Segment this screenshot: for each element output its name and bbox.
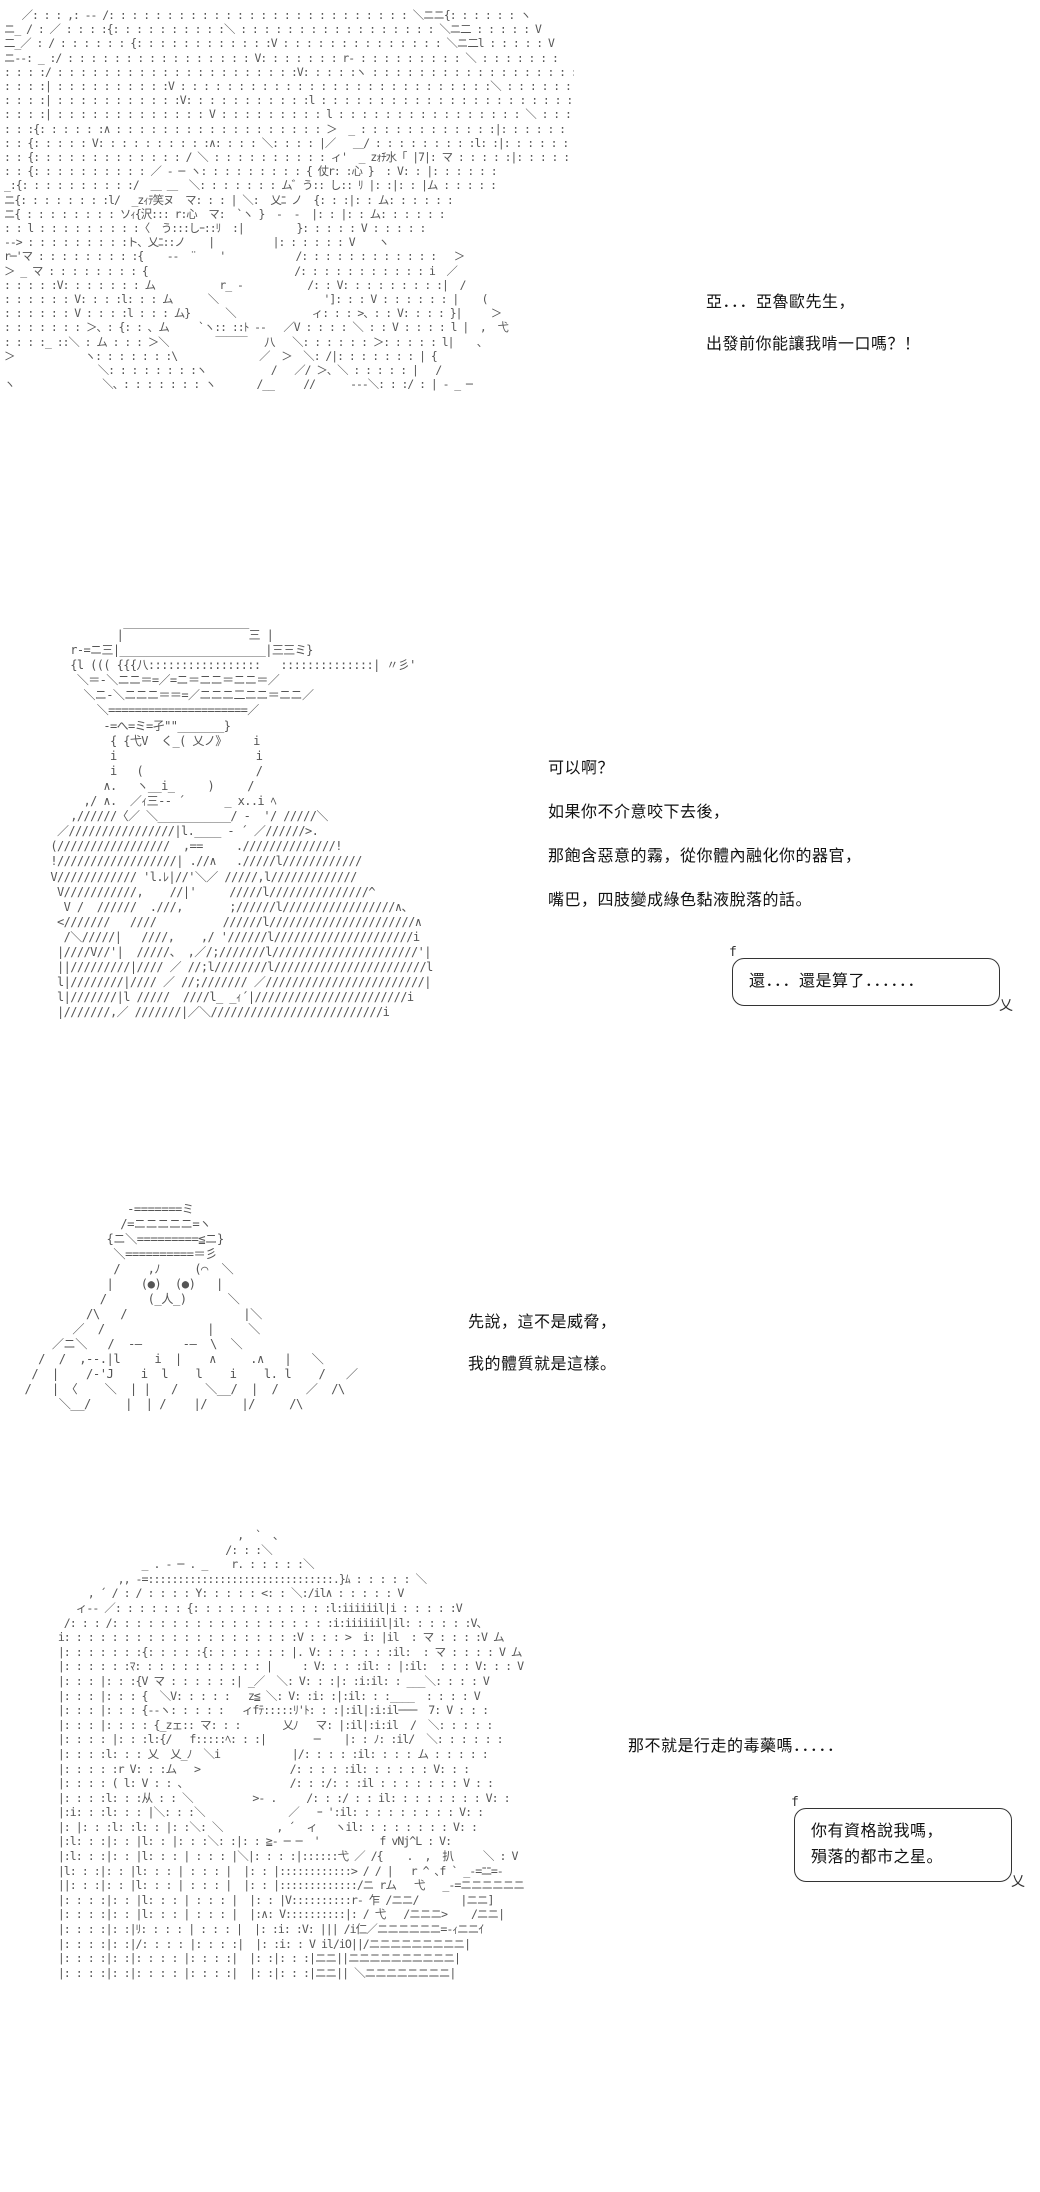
dialogue-line: 出發前你能讓我啃一口嗎？！ — [706, 336, 921, 353]
dialogue-line: 嘴巴，四肢變成綠色黏液脫落的話。 — [548, 892, 813, 909]
dialogue-line: 那飽含惡意的霧，從你體內融化你的器官， — [548, 848, 862, 865]
bubble-line: 你有資格說我嗎， — [811, 1823, 944, 1840]
panel-3: -=======ミ /=ニニニニニ=ヽ {ニ＼=========≦ニ} ＼===… — [0, 1190, 1040, 1510]
ascii-art-panel-4: , ` ､ /: : :＼ _ . ‐ ─ . _ r. : : : : :＼ … — [57, 1528, 525, 1980]
bubble-mark: f — [729, 945, 737, 960]
panel-4: , ` ､ /: : :＼ _ . ‐ ─ . _ r. : : : : :＼ … — [0, 1510, 1040, 2192]
dialogue-line: 那不就是行走的毒藥嗎．．．．． — [628, 1738, 844, 1755]
bubble-tail: 乂 — [999, 998, 1013, 1014]
bubble-line: 殞落的都市之星。 — [811, 1849, 944, 1866]
ascii-art-panel-3: -=======ミ /=ニニニニニ=ヽ {ニ＼=========≦ニ} ＼===… — [24, 1202, 359, 1411]
panel-1: ／: : : ,: -‐ /: : : : : : : : : : : : : … — [0, 0, 1040, 610]
dialogue-line: 如果你不介意咬下去後， — [548, 804, 730, 821]
dialogue-line: 先說，這不是威脅， — [468, 1314, 617, 1331]
ascii-art-panel-1: ／: : : ,: -‐ /: : : : : : : : : : : : : … — [4, 8, 574, 392]
dialogue-line: 亞．．．亞魯歐先生， — [706, 294, 856, 311]
ascii-art-panel-2: |￣￣￣￣￣￣￣￣￣￣￣三 | r-=ニ三|__________________… — [50, 628, 433, 1020]
bubble-tail: 乂 — [1011, 1874, 1025, 1890]
speech-bubble: f 你有資格說我嗎， 殞落的都市之星。 乂 — [791, 1795, 1025, 1890]
bubble-mark: f — [791, 1795, 799, 1810]
panel-2: |￣￣￣￣￣￣￣￣￣￣￣三 | r-=ニ三|__________________… — [0, 610, 1040, 1190]
speech-bubble: f 還．．．還是算了．．．．．． 乂 — [729, 945, 1013, 1014]
dialogue-line: 可以啊？ — [548, 760, 615, 777]
dialogue-line: 我的體質就是這樣。 — [468, 1356, 617, 1373]
bubble-line: 還．．．還是算了．．．．．． — [749, 973, 925, 990]
